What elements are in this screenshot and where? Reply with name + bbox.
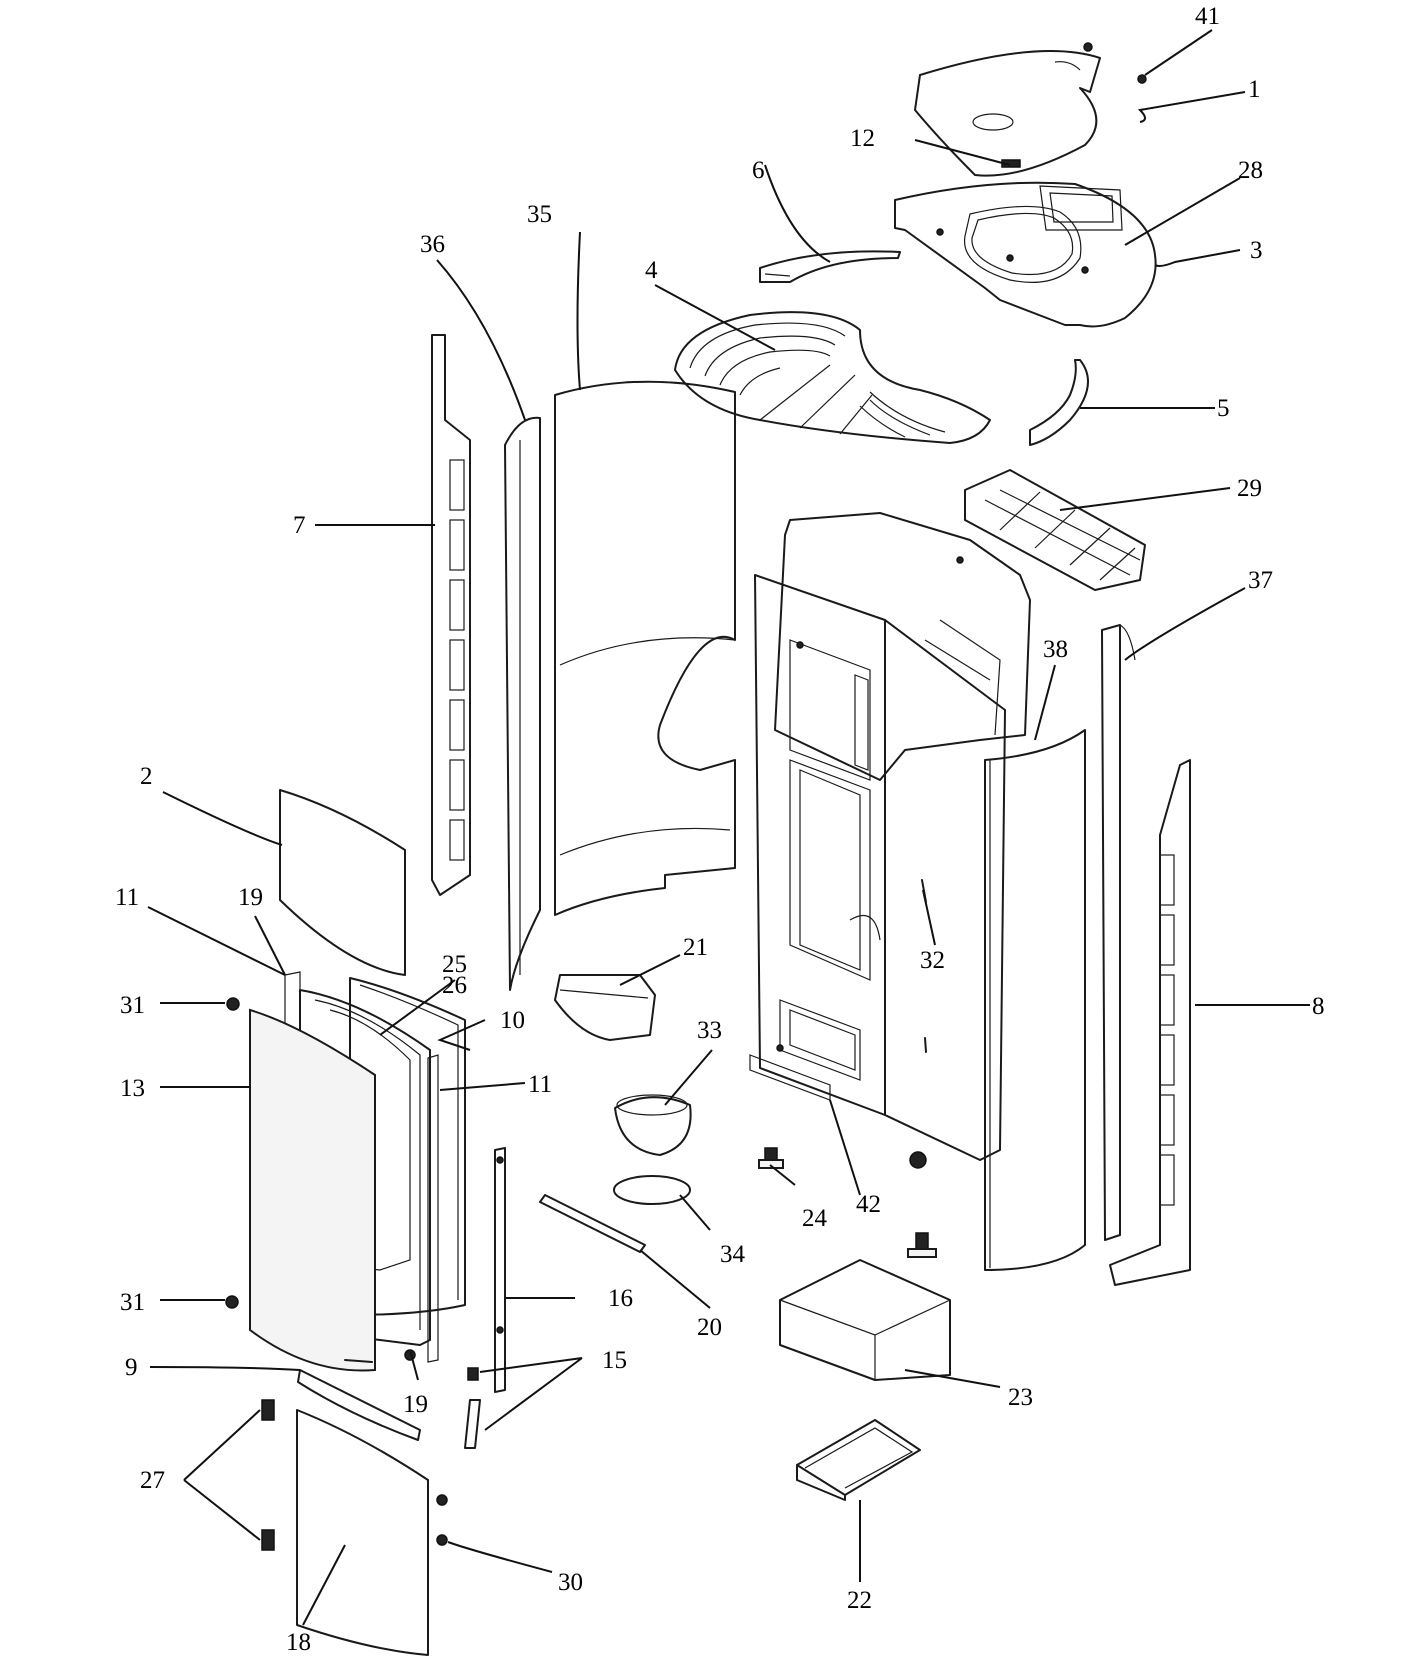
part-18-lower-front-panel: [296, 1409, 429, 1656]
callout-35: 35: [527, 201, 552, 228]
part-30-screw-2: [436, 1534, 448, 1546]
part-25-26-door-frame: [299, 989, 431, 1346]
callout-16: 16: [608, 1285, 633, 1312]
callout-25: 25: [442, 951, 467, 978]
callout-19-bottom: 19: [403, 1391, 428, 1418]
part-28-gasket: [963, 205, 1082, 283]
callout-31-bottom: 31: [120, 1289, 145, 1316]
callout-9: 9: [125, 1354, 138, 1381]
part-35-rear-panel: [554, 380, 736, 916]
part-36-panel-trim: [504, 416, 541, 991]
callout-27: 27: [140, 1467, 165, 1494]
part-24-feet: [758, 1147, 937, 1258]
part-23-ash-drawer: [779, 1259, 951, 1381]
callout-32: 32: [920, 947, 945, 974]
part-16-hinge-rail: [494, 1147, 506, 1393]
part-41-screw: [1137, 74, 1147, 84]
callout-28: 28: [1238, 157, 1263, 184]
callout-12: 12: [850, 125, 875, 152]
part-22-ash-tray: [796, 1419, 921, 1501]
part-29-grate: [964, 469, 1146, 591]
callout-21: 21: [683, 934, 708, 961]
part-33-burn-pot: [614, 1094, 692, 1156]
callout-37: 37: [1248, 567, 1273, 594]
callout-11-bottom: 11: [528, 1071, 552, 1098]
callout-2: 2: [140, 763, 153, 790]
part-21-deflector: [554, 974, 656, 1041]
callout-33: 33: [697, 1017, 722, 1044]
callout-15: 15: [602, 1347, 627, 1374]
callout-18: 18: [286, 1629, 311, 1656]
part-42-bracket: [749, 1054, 831, 1101]
part-13-front-door-panel: [249, 1008, 376, 1372]
part-6-curved-shield: [759, 250, 901, 283]
part-31-knob-bottom: [225, 1295, 239, 1309]
callout-23: 23: [1008, 1384, 1033, 1411]
callout-19-top: 19: [238, 884, 263, 911]
part-4-grille: [674, 311, 991, 444]
part-3-top-plate: [894, 181, 1157, 328]
leader-lines: [147, 29, 1310, 1626]
callout-30: 30: [558, 1569, 583, 1596]
callout-10: 10: [500, 1007, 525, 1034]
callout-13: 13: [120, 1075, 145, 1102]
part-10-glass-assembly: [349, 977, 466, 1316]
callout-38: 38: [1043, 636, 1068, 663]
part-20-bar: [539, 1194, 646, 1253]
part-30-screw: [436, 1494, 448, 1506]
callout-1: 1: [1248, 76, 1261, 103]
part-7-left-side-rail: [431, 334, 471, 896]
part-9-trim-strip: [297, 1369, 421, 1441]
callout-3: 3: [1250, 237, 1263, 264]
callout-labels: 41 1 12 28 3 6 35 36 4 5 29 7 37 38 2 11…: [115, 3, 1325, 1656]
callout-5: 5: [1217, 395, 1230, 422]
callout-24: 24: [802, 1205, 828, 1232]
callout-8: 8: [1312, 993, 1325, 1020]
callout-6: 6: [752, 157, 765, 184]
callout-20: 20: [697, 1314, 722, 1341]
callout-7: 7: [293, 512, 306, 539]
part-31-knob-top: [226, 997, 240, 1011]
part-27-clips: [261, 1399, 275, 1551]
callout-41: 41: [1195, 3, 1220, 30]
callout-29: 29: [1237, 475, 1262, 502]
callout-34: 34: [720, 1241, 746, 1268]
part-5-curved-plate: [1029, 359, 1089, 446]
part-34-gasket-ring: [613, 1175, 691, 1205]
callout-26: 26: [442, 972, 467, 999]
main-body-frame: [749, 512, 1031, 1169]
callout-11-top: 11: [115, 884, 139, 911]
callout-42: 42: [856, 1191, 881, 1218]
callout-4: 4: [645, 257, 658, 284]
part-1-top-cover: [914, 42, 1101, 177]
part-8-right-side-rail: [1109, 759, 1191, 1286]
callout-31-top: 31: [120, 992, 145, 1019]
part-15-hinge-pins: [464, 1367, 481, 1449]
part-37-right-curved-panel: [1101, 624, 1136, 1241]
callout-22: 22: [847, 1587, 872, 1614]
part-2-upper-front-panel: [279, 789, 406, 976]
part-38-right-panel: [984, 729, 1086, 1271]
callout-36: 36: [420, 231, 445, 258]
